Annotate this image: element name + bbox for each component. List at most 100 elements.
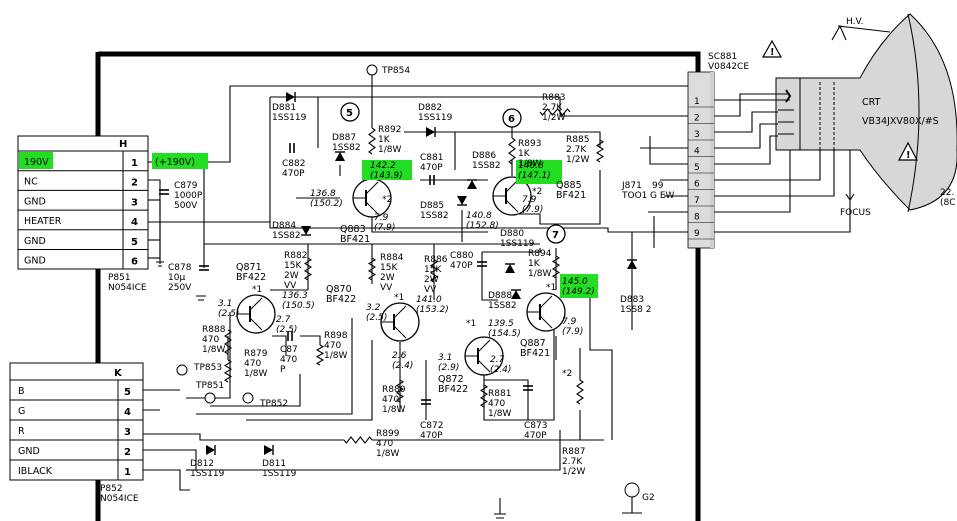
q887_e-voltage-2: (149.2) xyxy=(562,287,595,297)
q871_b-voltage-1: 3.1 xyxy=(218,299,232,309)
d883-label-1: D883 xyxy=(620,295,644,305)
connector-k-pin-2: 4 xyxy=(124,407,131,418)
q870_b-voltage-2: (2.5) xyxy=(366,313,387,323)
connector-h-label-3: GND xyxy=(24,196,46,207)
q887-voltage-highlight xyxy=(560,274,598,298)
r894-label-1: R894 xyxy=(528,249,552,259)
q883_c-voltage-2: (7.9) xyxy=(374,223,395,233)
q870_b-voltage-1: 3.2 xyxy=(366,303,381,313)
node-5-label: 5 xyxy=(346,108,353,119)
mark-star1-q870: *1 xyxy=(394,293,404,303)
crt-warning-icon: ! xyxy=(898,141,918,161)
connector-k-part: P852 xyxy=(100,484,123,494)
tp854-marker xyxy=(366,64,378,76)
r892-label-3: 1/8W xyxy=(378,145,401,155)
c873-label-2: 470P xyxy=(524,431,547,441)
r883-label-2: 2.7K xyxy=(542,103,563,113)
r893-label-2: 1K xyxy=(518,149,531,159)
connector-h-label-2: NC xyxy=(24,177,38,188)
d812-label-2: 1SS119 xyxy=(190,469,225,479)
d811-label-2: 1SS119 xyxy=(262,469,297,479)
r893-label-3: 1/8W xyxy=(518,159,541,169)
r898-label-3: 1/8W xyxy=(324,351,347,361)
connector-h-label-5: GND xyxy=(24,236,46,247)
r899-label-1: R899 xyxy=(376,429,400,439)
r884-label-1: R884 xyxy=(380,253,404,263)
r880-label-1: R880 xyxy=(382,385,406,395)
d887-label-2: 1SS82 xyxy=(332,143,361,153)
connector-h-part-code: N054ICE xyxy=(108,283,147,293)
c879-label-3: 500V xyxy=(174,201,198,211)
svg-text:!: ! xyxy=(906,150,911,161)
q870_e-voltage-2: (2.4) xyxy=(392,361,413,371)
d884-label-2: 1SS82 xyxy=(272,231,301,241)
r882-label-4: VV xyxy=(284,281,297,291)
q871-label-2: BF422 xyxy=(236,272,266,283)
q883_b-voltage-1: 136.8 xyxy=(310,189,336,199)
crt-model: VB34JXV80X/#S xyxy=(862,116,939,127)
r879-label-1: R879 xyxy=(244,349,268,359)
r899-label-2: 470 xyxy=(376,439,393,449)
q887_e-voltage-1: 145.0 xyxy=(562,277,588,287)
c872-label-1: C872 xyxy=(420,421,443,431)
connector-h-part: P851 xyxy=(108,273,131,283)
connector-h-label-4: HEATER xyxy=(24,216,62,227)
d882-label-1: D882 xyxy=(418,103,442,113)
r888-label-1: R888 xyxy=(202,325,226,335)
c879-label-2: 1000P xyxy=(174,191,203,201)
d881-label-2: 1SS119 xyxy=(272,113,307,123)
d880-label-1: D880 xyxy=(500,229,524,239)
mark-star1-q871: *1 xyxy=(252,285,262,295)
crt-partial-label-2: (8C xyxy=(940,198,956,208)
d881-label-1: D881 xyxy=(272,103,296,113)
d885-label-2: 1SS82 xyxy=(420,211,449,221)
r886-label-3: 2W xyxy=(424,275,439,285)
q885_e-voltage-2: (147.1) xyxy=(518,171,551,181)
d880-label-2: 1SS119 xyxy=(500,239,535,249)
q872_e-voltage-2: (2.4) xyxy=(490,365,511,375)
mark-star1-q872: *1 xyxy=(466,319,476,329)
component-labels: D8811SS119D8821SS119D8871SS82D8861SS82D8… xyxy=(168,93,675,479)
q883_b-voltage-2: (150.2) xyxy=(310,199,343,209)
mark-star2-q883: *2 xyxy=(382,195,392,205)
d888-label-2: 1SS82 xyxy=(488,301,517,311)
socket-pin-1: 1 xyxy=(694,97,700,107)
r879-label-2: 470 xyxy=(244,359,261,369)
warning-icon: ! xyxy=(761,39,783,58)
g2-marker xyxy=(624,482,640,498)
r887-label-3: 1/2W xyxy=(562,467,585,477)
q871-label-1: Q871 xyxy=(236,262,262,273)
q885-voltage-highlight xyxy=(516,160,562,184)
connector-k-label-3: R xyxy=(18,426,25,437)
r894-label-3: 1/8W xyxy=(528,269,551,279)
connector-k-label-4: GND xyxy=(18,446,40,457)
socket-pin-5: 5 xyxy=(694,163,700,173)
tp851-marker xyxy=(204,392,216,404)
r880-label-2: 470 xyxy=(382,395,399,405)
crt-label: CRT xyxy=(862,97,881,108)
socket-code: V0842CE xyxy=(708,62,749,72)
c880-label-1: C880 xyxy=(450,251,474,261)
q872_c-voltage-2: (154.5) xyxy=(488,329,521,339)
socket-pin-3: 3 xyxy=(694,130,700,140)
supply-label: (+190V) xyxy=(155,157,195,168)
q872_c-voltage-1: 139.5 xyxy=(488,319,514,329)
connector-k-label-5: IBLACK xyxy=(18,466,53,477)
r885-label-1: R885 xyxy=(566,135,589,145)
d886-label-2: 1SS82 xyxy=(472,161,501,171)
connector-k-label-1: B xyxy=(18,386,25,397)
test-points: TP854 TP853 TP851 TP852 G2 xyxy=(176,64,655,503)
r882-label-3: 2W xyxy=(284,271,299,281)
q871_e-voltage-2: (2.5) xyxy=(276,325,297,335)
d812-label-1: D812 xyxy=(190,459,214,469)
c880-label-2: 470P xyxy=(450,261,473,271)
mark-99: 99 xyxy=(652,181,664,191)
connector-h-pin-1: 1 xyxy=(131,158,138,169)
c887-label-1: C87 xyxy=(280,345,298,355)
r882-label-2: 15K xyxy=(284,261,302,271)
r886-label-4: VV xyxy=(424,285,437,295)
q887-label-1: Q887 xyxy=(520,338,546,349)
c872-label-2: 470P xyxy=(420,431,443,441)
